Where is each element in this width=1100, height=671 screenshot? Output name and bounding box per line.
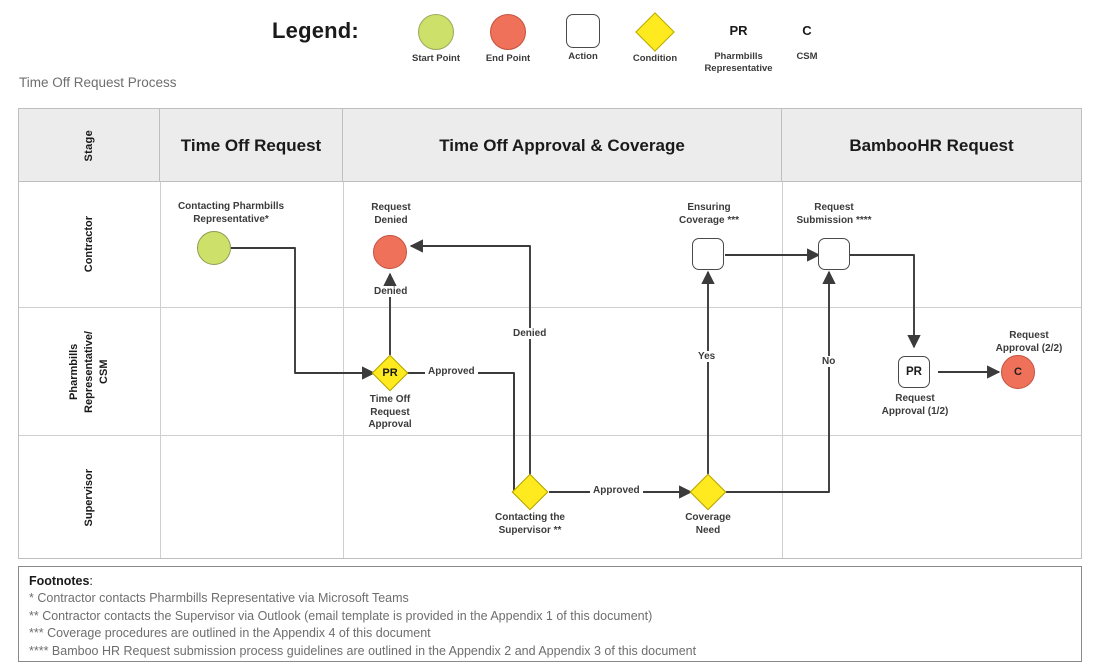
edge-submission-to-approval1 [846,254,921,349]
lane-label-supervisor-text: Supervisor [83,468,95,527]
diamond-shape [689,473,727,511]
footnote-3: *** Coverage procedures are outlined in … [29,626,431,640]
legend-item-condition: Condition [624,12,686,65]
col-divider-2 [782,182,783,558]
header-time-off-request: Time Off Request [160,109,343,182]
footnotes-heading-colon: : [89,574,93,588]
edge-label-denied-1: Denied [371,286,411,297]
node-end-request-denied[interactable] [373,235,407,269]
edge-label-denied-2: Denied [510,328,550,339]
node-code-pr-approval-1: PR [906,366,922,378]
legend-item-action: Action [552,14,614,63]
edge-start-to-approval [231,247,376,380]
lane-label-contractor: Contractor [19,182,160,307]
header-time-off-approval-coverage: Time Off Approval & Coverage [343,109,782,182]
table-header-row: Stage Time Off Request Time Off Approval… [19,109,1081,182]
footnote-4: **** Bamboo HR Request submission proces… [29,643,697,658]
pr-code-icon: PR [729,23,748,38]
legend-item-start-point: Start Point [405,14,467,65]
node-action-ensuring-coverage[interactable] [692,238,724,270]
node-condition-time-off-request-approval[interactable]: PR [371,354,409,392]
action-icon [566,14,600,48]
edge-approval-approved [407,372,525,499]
lane-label-supervisor: Supervisor [19,436,160,559]
legend: Legend: Start Point End Point Action Con… [0,0,1100,78]
legend-label-condition: Condition [632,53,678,64]
diagram-caption: Time Off Request Process [19,75,177,90]
legend-title: Legend: [272,18,359,43]
col-divider-1 [343,182,344,558]
col-divider-stage [160,182,161,558]
header-time-off-request-label: Time Off Request [180,135,322,155]
lane-divider-2 [19,435,1081,436]
edge-label-yes: Yes [695,351,719,362]
edge-label-no: No [819,356,839,367]
footnotes-heading-word: Footnotes [29,574,90,588]
condition-icon [635,12,675,52]
lane-label-contractor-text: Contractor [83,216,95,273]
node-start-contacting-pr[interactable] [197,231,231,265]
node-code-c-approval-2: C [1014,366,1022,378]
edge-label-approved-2: Approved [590,485,643,496]
c-code-icon: C [802,23,812,38]
header-time-off-approval-coverage-label: Time Off Approval & Coverage [439,135,685,155]
node-condition-coverage-need[interactable] [689,473,727,511]
swimlane-table: Stage Time Off Request Time Off Approval… [18,108,1082,559]
node-code-pr-approval: PR [382,367,398,379]
header-stage: Stage [19,109,160,182]
footnote-1: * Contractor contacts Pharmbills Represe… [29,591,409,605]
footnotes-heading: Footnotes: [29,574,1071,588]
header-stage-label: Stage [83,129,95,162]
legend-item-csm: C CSM [776,14,838,63]
edge-coverage-no [726,270,836,493]
legend-label-csm: CSM [796,51,818,62]
legend-item-end-point: End Point [477,14,539,65]
footnotes-box: Footnotes: * Contractor contacts Pharmbi… [18,566,1082,662]
node-action-request-approval-1[interactable]: PR [898,356,930,388]
start-point-icon [418,14,454,50]
node-end-request-approval-2[interactable]: C [1001,355,1035,389]
node-action-request-submission[interactable] [818,238,850,270]
footnote-2: ** Contractor contacts the Supervisor vi… [29,608,653,623]
lane-divider-1 [19,307,1081,308]
legend-label-action: Action [568,51,598,62]
edge-label-approved-1: Approved [425,366,478,377]
header-bamboohr-request: BambooHR Request [782,109,1081,182]
end-point-icon [490,14,526,50]
legend-label-start-point: Start Point [411,53,461,64]
header-bamboohr-request-label: BambooHR Request [849,135,1014,155]
node-condition-contacting-supervisor[interactable] [511,473,549,511]
diamond-shape [511,473,549,511]
legend-label-end-point: End Point [485,53,531,64]
